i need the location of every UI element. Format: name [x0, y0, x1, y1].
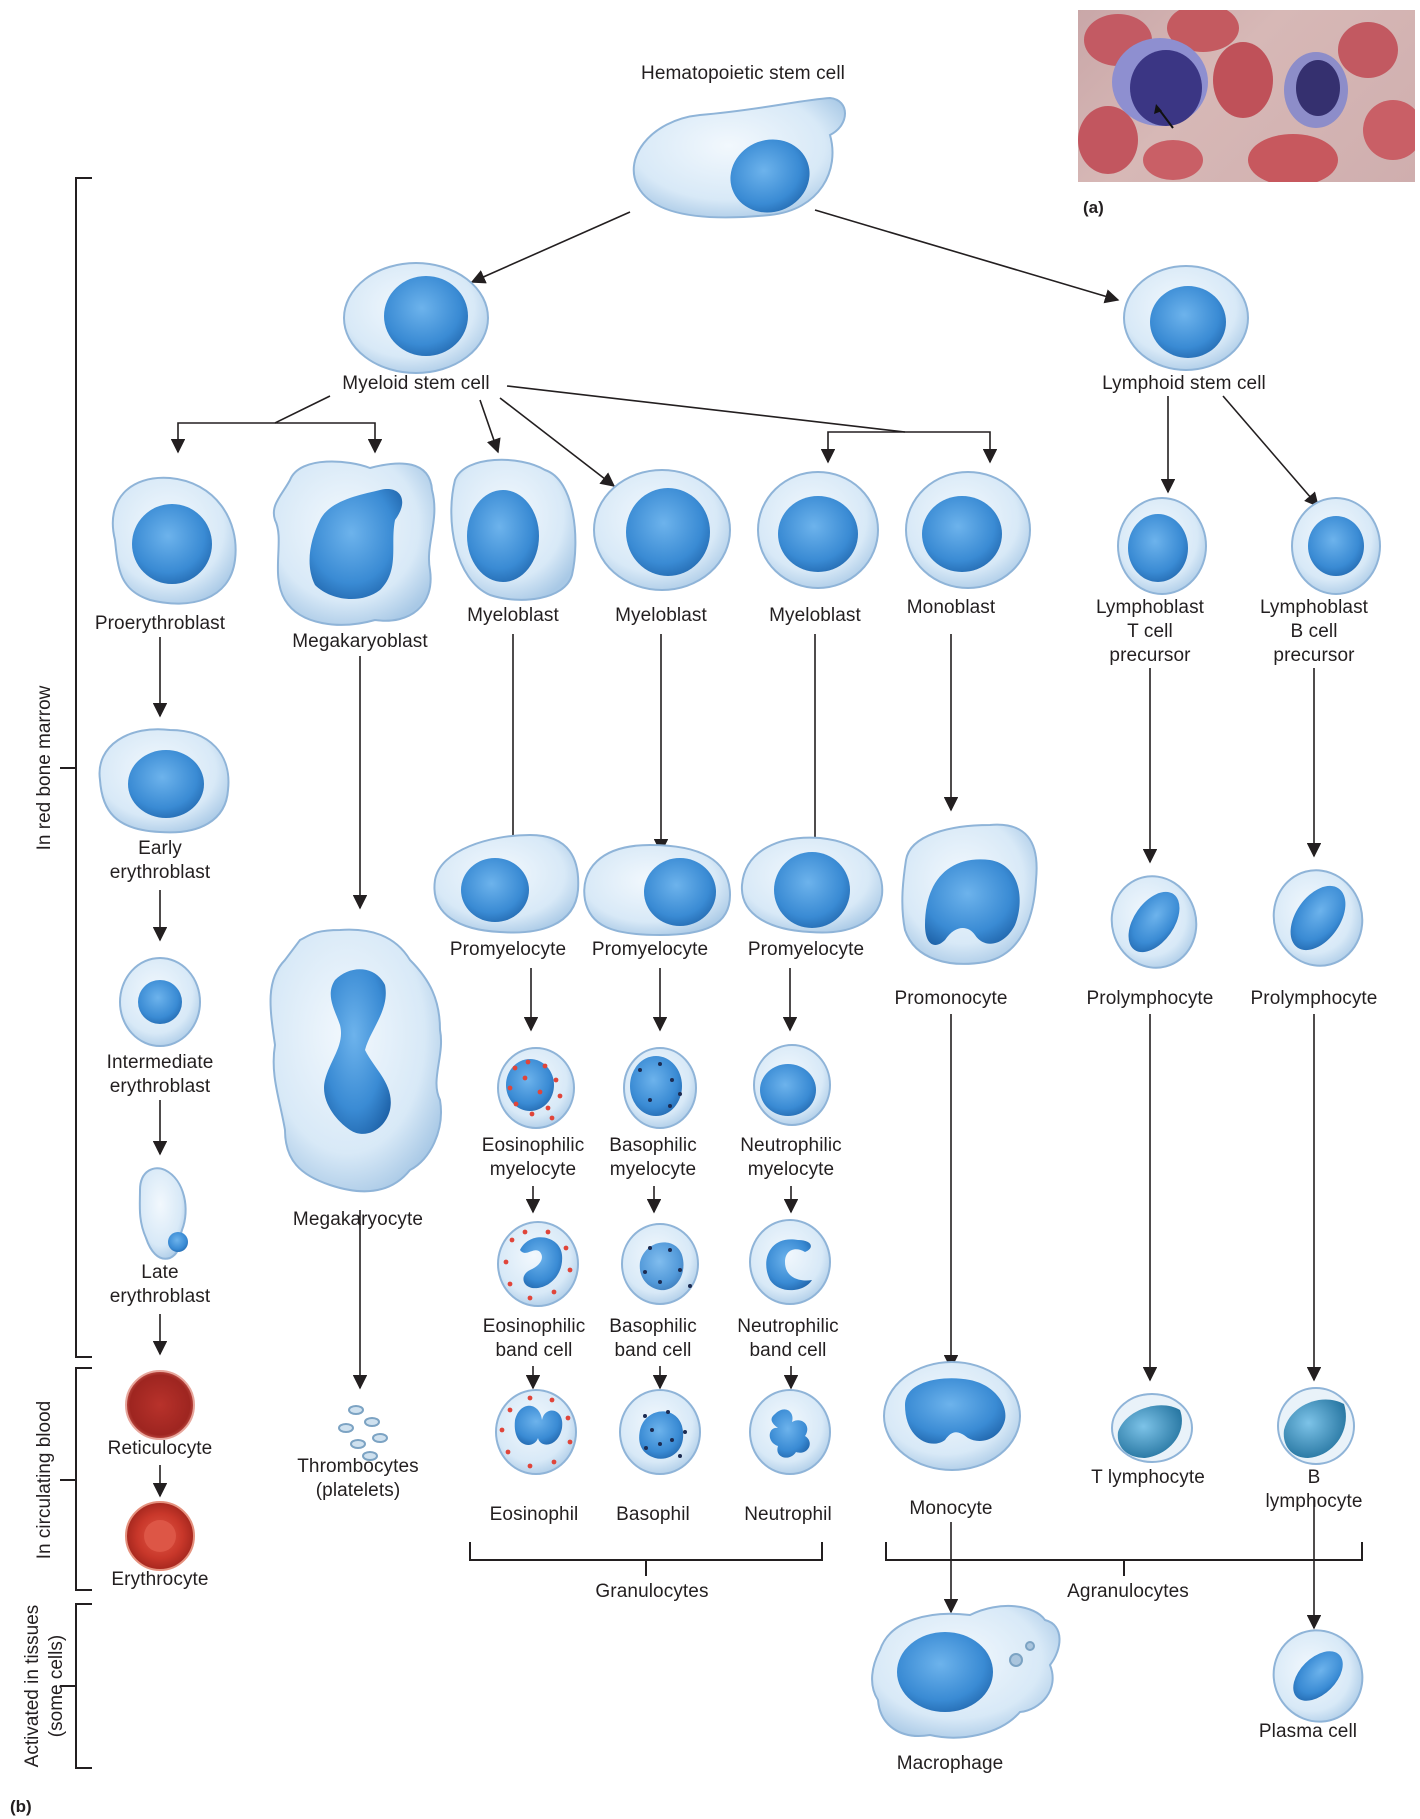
- bone-marrow-bracket: [75, 177, 92, 1358]
- tissues-bracket: [75, 1603, 92, 1769]
- label-neutrophilic-band-cell: Neutrophilic band cell: [737, 1316, 839, 1361]
- label-basophilic-myelocyte: Basophilic myelocyte: [609, 1135, 697, 1180]
- label-intermediate-erythroblast: Intermediate erythroblast: [106, 1052, 214, 1097]
- eosinophilic-myelocyte-drawing: [497, 1047, 575, 1129]
- lineage-arrows: [152, 209, 1322, 1630]
- myeloblast-1-drawing: [450, 458, 577, 601]
- label-myeloid-stem-cell: Myeloid stem cell: [342, 373, 490, 394]
- hematopoietic-stem-cell-drawing: [632, 96, 846, 219]
- lymphoblast-b-drawing: [1291, 497, 1381, 595]
- reticulocyte-drawing: [125, 1370, 195, 1440]
- megakaryocyte-drawing: [269, 928, 442, 1193]
- label-basophil: Basophil: [616, 1504, 690, 1525]
- label-red-bone-marrow: In red bone marrow: [34, 685, 55, 851]
- label-granulocytes: Granulocytes: [595, 1581, 709, 1602]
- label-prolymphocyte-t: Prolymphocyte: [1086, 988, 1214, 1009]
- proerythroblast-drawing: [111, 476, 237, 605]
- panel-a-label: (a): [1083, 198, 1104, 217]
- granulocytes-bracket: [469, 1542, 823, 1561]
- monocyte-drawing: [883, 1361, 1021, 1471]
- prolymphocyte-b-drawing: [1272, 869, 1364, 967]
- label-plasma-cell: Plasma cell: [1258, 1721, 1358, 1742]
- panel-b-label: (b): [10, 1797, 32, 1816]
- promyelocyte-1-drawing: [433, 833, 580, 934]
- early-erythroblast-drawing: [98, 728, 230, 834]
- label-megakaryoblast: Megakaryoblast: [292, 631, 428, 652]
- b-lymphocyte-drawing: [1277, 1387, 1355, 1465]
- promyelocyte-3-drawing: [740, 836, 884, 934]
- thrombocytes-drawing: [338, 1405, 388, 1461]
- basophilic-myelocyte-drawing: [623, 1047, 697, 1129]
- promonocyte-drawing: [901, 823, 1038, 965]
- label-lymphoid-stem-cell: Lymphoid stem cell: [1102, 373, 1266, 394]
- lymphoblast-t-drawing: [1117, 497, 1207, 595]
- label-circulating-blood: In circulating blood: [34, 1400, 55, 1560]
- label-promyelocyte-2: Promyelocyte: [591, 939, 709, 960]
- plasma-cell-drawing: [1272, 1629, 1364, 1723]
- label-activated-in-tissues: Activated in tissues (some cells): [22, 1604, 67, 1768]
- region-brackets: [60, 177, 1363, 1769]
- label-reticulocyte: Reticulocyte: [107, 1438, 213, 1459]
- label-promyelocyte-1: Promyelocyte: [449, 939, 567, 960]
- t-lymphocyte-drawing: [1111, 1393, 1193, 1463]
- macrophage-drawing: [871, 1604, 1061, 1739]
- erythrocyte-drawing: [125, 1501, 195, 1571]
- label-myeloblast-3: Myeloblast: [769, 605, 861, 626]
- basophil-drawing: [619, 1389, 701, 1475]
- label-neutrophil: Neutrophil: [744, 1504, 832, 1525]
- eosinophilic-band-cell-drawing: [497, 1221, 579, 1307]
- label-prolymphocyte-b: Prolymphocyte: [1250, 988, 1378, 1009]
- label-late-erythroblast: Late erythroblast: [109, 1262, 211, 1307]
- neutrophil-drawing: [749, 1389, 831, 1475]
- label-monocyte: Monocyte: [909, 1498, 993, 1519]
- promyelocyte-2-drawing: [583, 843, 732, 937]
- neutrophilic-band-cell-drawing: [749, 1219, 831, 1305]
- myeloblast-3-drawing: [757, 471, 879, 589]
- label-macrophage: Macrophage: [896, 1753, 1004, 1774]
- label-myeloblast-2: Myeloblast: [615, 605, 707, 626]
- cell-drawings: [98, 96, 1381, 1739]
- label-eosinophilic-band-cell: Eosinophilic band cell: [482, 1316, 586, 1361]
- agranulocytes-bracket: [885, 1542, 1363, 1561]
- myeloblast-2-drawing: [593, 469, 731, 591]
- label-eosinophilic-myelocyte: Eosinophilic myelocyte: [481, 1135, 585, 1180]
- late-erythroblast-drawing: [138, 1167, 188, 1260]
- label-erythrocyte: Erythrocyte: [111, 1569, 209, 1590]
- circulating-bracket: [75, 1367, 92, 1591]
- neutrophilic-myelocyte-drawing: [753, 1044, 831, 1126]
- label-t-lymphocyte: T lymphocyte: [1091, 1467, 1205, 1488]
- label-eosinophil: Eosinophil: [489, 1504, 579, 1525]
- label-b-lymphocyte: B lymphocyte: [1265, 1467, 1363, 1512]
- label-thrombocytes: Thrombocytes (platelets): [297, 1456, 419, 1501]
- label-neutrophilic-myelocyte: Neutrophilic myelocyte: [740, 1135, 842, 1180]
- lymphoid-stem-cell-drawing: [1123, 265, 1249, 371]
- micrograph-image: [1078, 10, 1415, 182]
- label-early-erythroblast: Early erythroblast: [109, 838, 211, 883]
- label-promyelocyte-3: Promyelocyte: [747, 939, 865, 960]
- label-hematopoietic-stem-cell: Hematopoietic stem cell: [641, 63, 845, 84]
- label-promonocyte: Promonocyte: [894, 988, 1008, 1009]
- label-lymphoblast-t: Lymphoblast T cell precursor: [1095, 597, 1205, 666]
- prolymphocyte-t-drawing: [1110, 875, 1198, 969]
- label-lymphoblast-b: Lymphoblast B cell precursor: [1259, 597, 1369, 666]
- label-myeloblast-1: Myeloblast: [467, 605, 559, 626]
- megakaryoblast-drawing: [272, 460, 436, 626]
- label-megakaryocyte: Megakaryocyte: [292, 1209, 424, 1230]
- intermediate-erythroblast-drawing: [119, 957, 201, 1047]
- label-monoblast: Monoblast: [906, 597, 996, 618]
- label-agranulocytes: Agranulocytes: [1067, 1581, 1189, 1602]
- blood-smear-micrograph: [1078, 10, 1415, 182]
- label-basophilic-band-cell: Basophilic band cell: [609, 1316, 697, 1361]
- basophilic-band-cell-drawing: [621, 1223, 699, 1305]
- monoblast-drawing: [905, 471, 1031, 589]
- myeloid-stem-cell-drawing: [343, 262, 489, 374]
- eosinophil-drawing: [495, 1389, 577, 1475]
- label-proerythroblast: Proerythroblast: [94, 613, 226, 634]
